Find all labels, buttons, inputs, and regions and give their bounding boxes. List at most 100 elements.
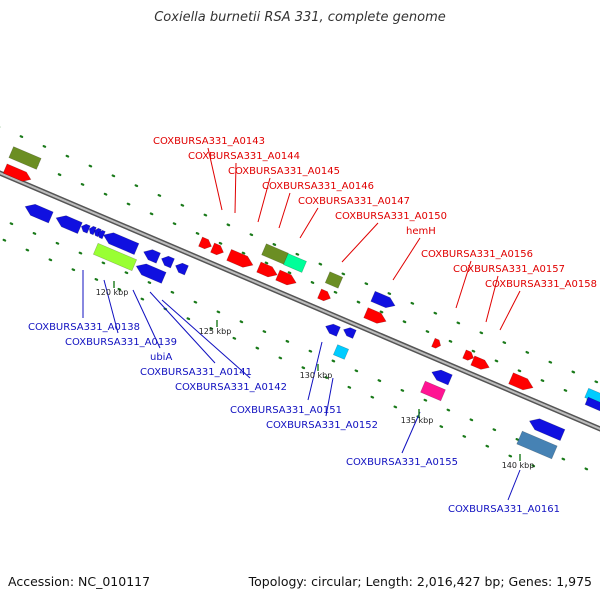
guide-dot <box>310 281 315 284</box>
reverse-gene-label: COXBURSA331_A0138 <box>28 322 140 333</box>
gene-feature <box>2 163 32 182</box>
gene-feature <box>175 262 189 276</box>
scale-tick-label: 125 kbp <box>199 327 232 336</box>
gene-feature <box>88 225 97 236</box>
gene-feature <box>210 242 224 256</box>
forward-label-connector <box>207 147 223 211</box>
guide-dot <box>584 467 589 471</box>
reverse-gene-label: ubiA <box>150 352 172 363</box>
dotted-guides <box>0 126 599 471</box>
reverse-gene-label: COXBURSA331_A0155 <box>346 457 458 468</box>
forward-label-connector <box>392 237 421 281</box>
gene-features <box>2 146 600 460</box>
guide-dot <box>134 184 139 188</box>
guide-dot <box>195 232 200 235</box>
guide-dot <box>379 310 384 314</box>
guide-dot <box>462 434 467 438</box>
gene-feature <box>261 243 289 265</box>
guide-dot <box>232 336 237 340</box>
guide-dot <box>9 222 14 226</box>
reverse-gene-label: COXBURSA331_A0152 <box>266 420 378 431</box>
guide-dot <box>71 268 76 272</box>
guide-dot <box>117 287 122 291</box>
forward-label-connector <box>257 177 271 223</box>
forward-gene-label: COXBURSA331_A0147 <box>298 196 410 207</box>
gene-feature <box>528 418 566 441</box>
gene-feature <box>8 146 42 170</box>
guide-dot <box>439 425 444 429</box>
guide-dot <box>301 366 306 370</box>
scale-tick-label: 140 kbp <box>502 461 535 470</box>
reverse-gene-label: COXBURSA331_A0151 <box>230 405 342 416</box>
guide-dot <box>103 192 108 196</box>
guide-dot <box>140 297 145 301</box>
guide-dot <box>218 241 223 245</box>
guide-dot <box>209 327 214 330</box>
forward-label-connector <box>278 192 291 229</box>
forward-gene-label: COXBURSA331_A0157 <box>453 264 565 275</box>
gene-feature <box>516 430 558 460</box>
guide-dot <box>180 203 185 207</box>
guide-dot <box>157 194 162 197</box>
guide-dot <box>57 173 62 177</box>
gene-feature <box>256 261 278 278</box>
guide-dot <box>285 339 290 343</box>
guide-dot <box>364 282 369 286</box>
forward-gene-label: COXBURSA331_A0144 <box>188 151 300 162</box>
guide-dot <box>226 223 231 227</box>
gene-feature <box>24 203 54 224</box>
scale-tick-label: 130 kbp <box>300 371 333 380</box>
guide-dot <box>48 258 53 262</box>
label-connectors <box>82 147 521 501</box>
guide-dot <box>540 379 545 383</box>
guide-dot <box>264 261 269 265</box>
gene-feature <box>135 263 167 284</box>
gene-feature <box>97 229 106 240</box>
gene-feature <box>93 227 102 238</box>
guide-dot <box>239 320 244 324</box>
guide-dot <box>410 301 415 305</box>
guide-dot <box>170 290 175 294</box>
gene-feature <box>317 288 331 302</box>
guide-dot <box>425 330 430 333</box>
guide-dot <box>25 248 30 252</box>
guide-dot <box>333 290 338 294</box>
reverse-gene-label: COXBURSA331_A0142 <box>175 382 287 393</box>
guide-dot <box>471 349 476 353</box>
guide-dot <box>448 339 453 343</box>
reverse-gene-label: COXBURSA331_A0139 <box>65 337 177 348</box>
gene-feature <box>462 349 474 361</box>
gene-feature <box>508 372 534 391</box>
guide-dot <box>423 398 428 402</box>
guide-dot <box>502 341 507 344</box>
gene-feature <box>55 215 83 235</box>
forward-gene-label: COXBURSA331_A0150 <box>335 211 447 222</box>
guide-dot <box>318 262 323 266</box>
guide-dot <box>469 418 474 422</box>
forward-gene-label: COXBURSA331_A0145 <box>228 166 340 177</box>
guide-dot <box>594 380 599 384</box>
scale-tick-label: 120 kbp <box>96 288 129 297</box>
gene-feature <box>332 344 350 360</box>
guide-dot <box>78 251 83 255</box>
guide-dot <box>515 438 520 441</box>
reverse-label-connector <box>132 289 161 349</box>
forward-label-connector <box>455 260 472 309</box>
guide-dot <box>149 212 154 216</box>
reverse-gene-label: COXBURSA331_A0161 <box>448 504 560 515</box>
guide-dot <box>456 321 461 325</box>
forward-label-connector <box>234 162 237 214</box>
guide-dot <box>262 330 267 333</box>
guide-dot <box>2 238 7 242</box>
gene-feature <box>431 369 453 386</box>
forward-label-connector <box>485 275 499 323</box>
gene-feature <box>161 255 175 269</box>
guide-dot <box>531 464 536 468</box>
forward-label-connector <box>341 222 379 263</box>
guide-dot <box>88 164 93 168</box>
gene-feature <box>102 232 140 255</box>
guide-dot <box>563 388 568 392</box>
forward-gene-label: COXBURSA331_A0143 <box>153 136 265 147</box>
scale-tick-label: 135 kbp <box>401 416 434 425</box>
